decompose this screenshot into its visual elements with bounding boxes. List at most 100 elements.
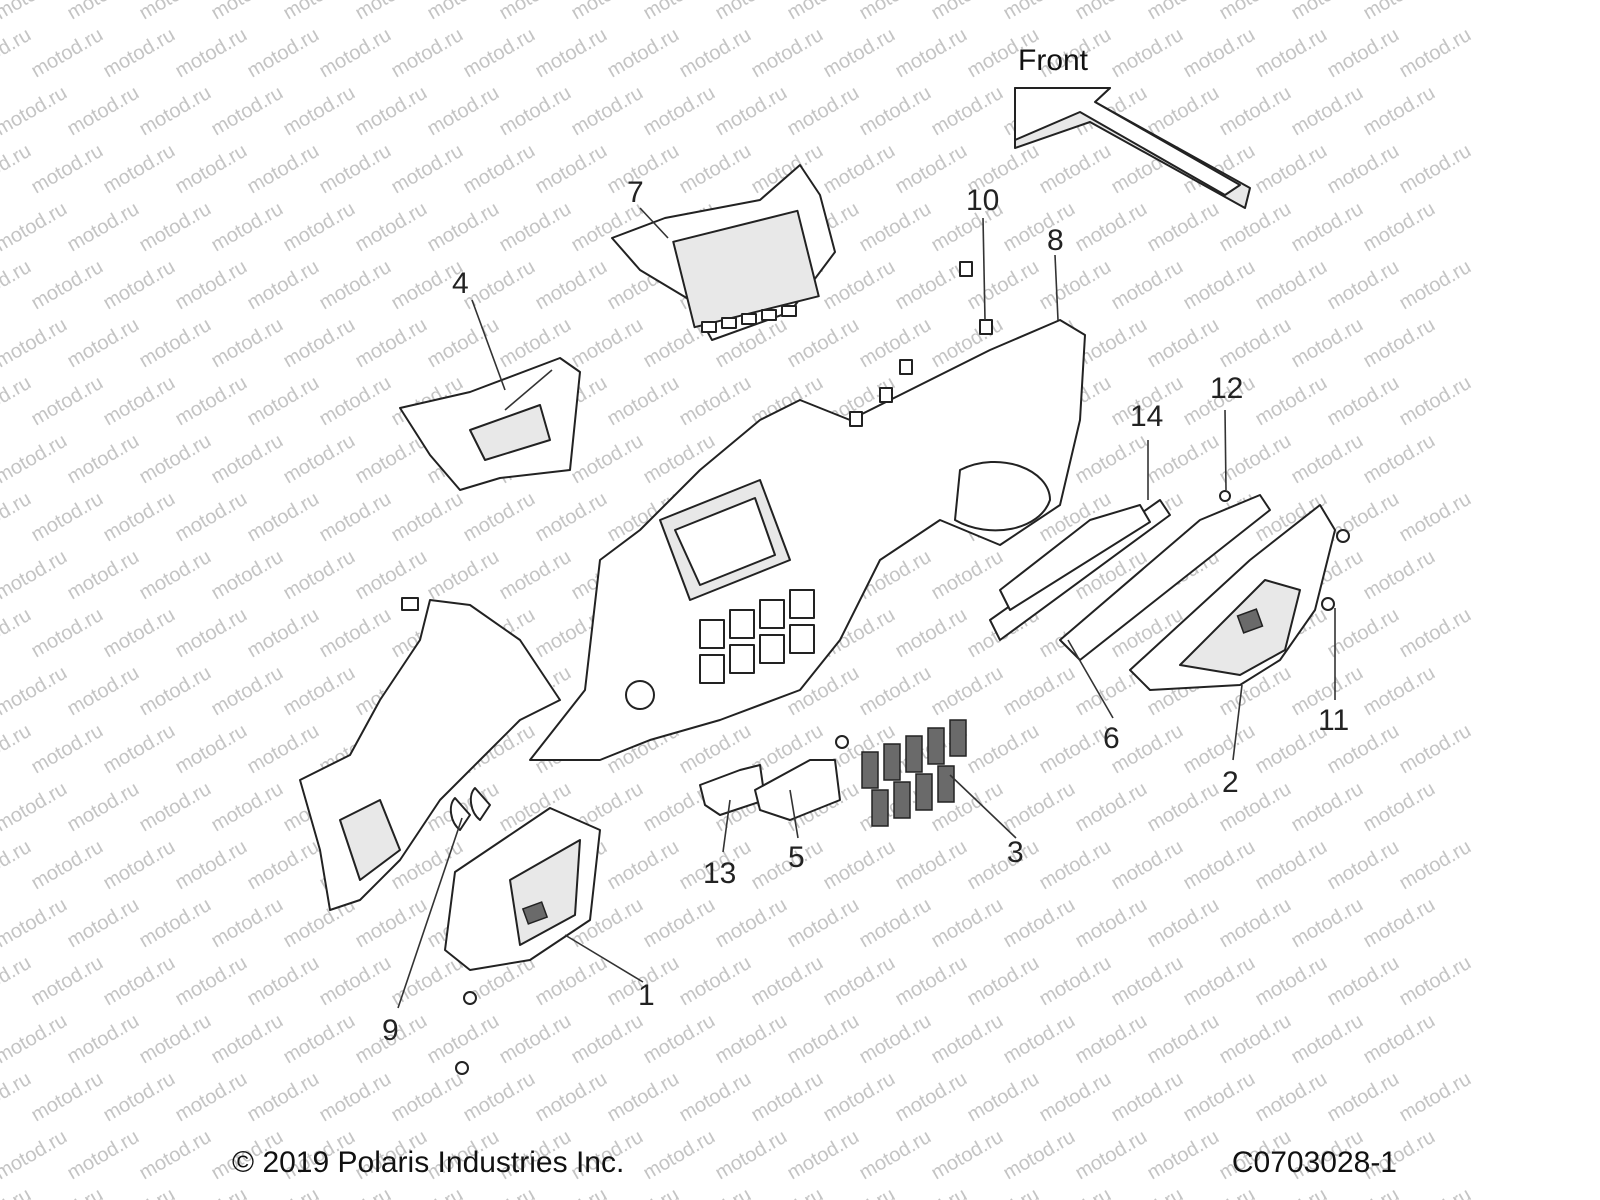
watermark-text: motod.ru: [928, 662, 1007, 721]
watermark-text: motod.ru: [640, 0, 719, 24]
watermark-text: motod.ru: [1180, 836, 1259, 895]
watermark-text: motod.ru: [100, 604, 179, 663]
watermark-text: motod.ru: [964, 1068, 1043, 1127]
watermark-text: motod.ru: [532, 1184, 611, 1200]
watermark-text: motod.ru: [604, 1184, 683, 1200]
watermark-text: motod.ru: [928, 0, 1007, 24]
watermark-text: motod.ru: [208, 0, 287, 24]
callout-9: 9: [382, 1014, 399, 1047]
watermark-text: motod.ru: [892, 256, 971, 315]
callout-1: 1: [638, 979, 655, 1012]
watermark-text: motod.ru: [640, 894, 719, 953]
watermark-text: motod.ru: [172, 372, 251, 431]
watermark-text: motod.ru: [64, 1126, 143, 1185]
watermark-text: motod.ru: [208, 198, 287, 257]
watermark-text: motod.ru: [0, 256, 35, 315]
watermark-text: motod.ru: [1072, 1126, 1151, 1185]
watermark-text: motod.ru: [496, 546, 575, 605]
watermark-text: motod.ru: [172, 836, 251, 895]
watermark-text: motod.ru: [712, 894, 791, 953]
watermark-text: motod.ru: [1000, 1010, 1079, 1069]
watermark-text: motod.ru: [1216, 1010, 1295, 1069]
callout-7: 7: [627, 176, 644, 209]
callout-6: 6: [1103, 722, 1120, 755]
watermark-text: motod.ru: [0, 546, 71, 605]
watermark-text: motod.ru: [244, 604, 323, 663]
watermark-text: motod.ru: [1324, 1184, 1403, 1200]
watermark-text: motod.ru: [244, 1184, 323, 1200]
watermark-text: motod.ru: [0, 952, 35, 1011]
watermark-text: motod.ru: [0, 778, 71, 837]
watermark-text: motod.ru: [316, 372, 395, 431]
watermark-text: motod.ru: [100, 1068, 179, 1127]
watermark-text: motod.ru: [208, 894, 287, 953]
watermark-text: motod.ru: [424, 198, 503, 257]
watermark-text: motod.ru: [424, 1010, 503, 1069]
watermark-text: motod.ru: [1360, 662, 1439, 721]
callout-11: 11: [1318, 704, 1349, 737]
watermark-text: motod.ru: [640, 82, 719, 141]
watermark-text: motod.ru: [856, 0, 935, 24]
watermark-text: motod.ru: [856, 314, 935, 373]
watermark-text: motod.ru: [496, 0, 575, 24]
watermark-text: motod.ru: [748, 1184, 827, 1200]
watermark-text: motod.ru: [172, 140, 251, 199]
watermark-text: motod.ru: [892, 1068, 971, 1127]
watermark-text: motod.ru: [820, 140, 899, 199]
watermark-text: motod.ru: [136, 0, 215, 24]
watermark-text: motod.ru: [892, 952, 971, 1011]
watermark-text: motod.ru: [1108, 952, 1187, 1011]
watermark-text: motod.ru: [388, 1184, 467, 1200]
watermark-text: motod.ru: [172, 720, 251, 779]
watermark-text: motod.ru: [1396, 604, 1475, 663]
watermark-text: motod.ru: [1216, 430, 1295, 489]
watermark-text: motod.ru: [352, 314, 431, 373]
watermark-text: motod.ru: [244, 140, 323, 199]
watermark-text: motod.ru: [0, 1126, 71, 1185]
watermark-text: motod.ru: [604, 24, 683, 83]
watermark-text: motod.ru: [928, 1126, 1007, 1185]
watermark-text: motod.ru: [352, 0, 431, 24]
watermark-text: motod.ru: [1252, 952, 1331, 1011]
watermark-text: motod.ru: [100, 24, 179, 83]
watermark-text: motod.ru: [1000, 778, 1079, 837]
watermark-text: motod.ru: [28, 24, 107, 83]
watermark-text: motod.ru: [784, 82, 863, 141]
part-7-display-bezel: [611, 164, 836, 341]
watermark-text: motod.ru: [1396, 256, 1475, 315]
watermark-text: motod.ru: [820, 256, 899, 315]
front-label: Front: [1018, 44, 1089, 77]
watermark-text: motod.ru: [172, 604, 251, 663]
watermark-text: motod.ru: [1324, 952, 1403, 1011]
watermark-text: motod.ru: [460, 140, 539, 199]
watermark-text: motod.ru: [1072, 0, 1151, 24]
watermark-text: motod.ru: [136, 546, 215, 605]
watermark-text: motod.ru: [1072, 1010, 1151, 1069]
watermark-text: motod.ru: [1000, 0, 1079, 24]
watermark-text: motod.ru: [208, 430, 287, 489]
watermark-text: motod.ru: [640, 1126, 719, 1185]
watermark-text: motod.ru: [28, 1184, 107, 1200]
watermark-text: motod.ru: [964, 836, 1043, 895]
watermark-text: motod.ru: [388, 488, 467, 547]
callout-3: 3: [1007, 836, 1024, 869]
watermark-text: motod.ru: [136, 778, 215, 837]
watermark-text: motod.ru: [1108, 1068, 1187, 1127]
watermark-text: motod.ru: [1144, 894, 1223, 953]
watermark-text: motod.ru: [208, 82, 287, 141]
watermark-text: motod.ru: [352, 82, 431, 141]
watermark-text: motod.ru: [748, 952, 827, 1011]
watermark-text: motod.ru: [1216, 198, 1295, 257]
watermark-text: motod.ru: [100, 836, 179, 895]
watermark-text: motod.ru: [496, 198, 575, 257]
watermark-text: motod.ru: [1000, 1126, 1079, 1185]
watermark-text: motod.ru: [424, 546, 503, 605]
watermark-text: motod.ru: [460, 24, 539, 83]
watermark-text: motod.ru: [1036, 952, 1115, 1011]
watermark-text: motod.ru: [1324, 488, 1403, 547]
watermark-text: motod.ru: [0, 836, 35, 895]
watermark-text: motod.ru: [1288, 430, 1367, 489]
watermark-text: motod.ru: [784, 1126, 863, 1185]
watermark-text: motod.ru: [28, 256, 107, 315]
